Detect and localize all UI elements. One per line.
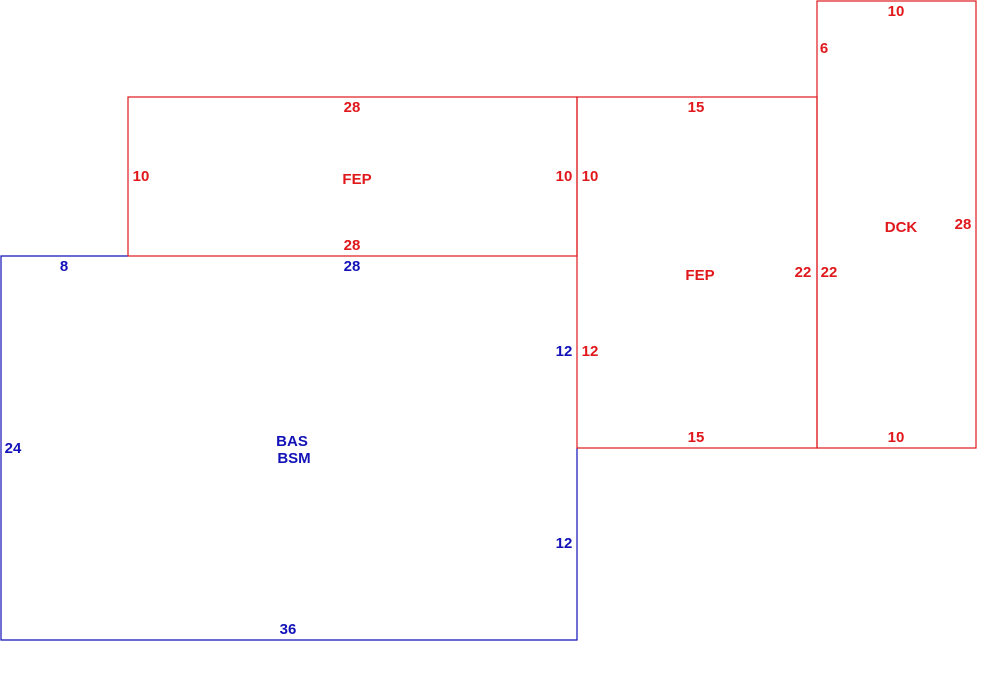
bas-dim-right-lower: 12	[556, 535, 573, 552]
fep-top-label: FEP	[342, 171, 371, 188]
dck-dim-bottom: 10	[888, 429, 905, 446]
dck-dim-top: 10	[888, 3, 905, 20]
fep-right-label: FEP	[685, 267, 714, 284]
dck-label: DCK	[885, 219, 918, 236]
fep-right-dim-right: 22	[795, 264, 812, 281]
bas-dim-right-upper: 12	[556, 343, 573, 360]
fep-top-area: 28 10 10 28 FEP	[127, 96, 578, 257]
fep-top-dim-right: 10	[556, 168, 573, 185]
dck-outline	[816, 0, 977, 449]
fep-top-dim-top: 28	[344, 99, 361, 116]
bas-dim-bottom: 36	[280, 621, 297, 638]
bas-dim-top-left: 8	[60, 258, 68, 275]
fep-right-dim-left-lower: 12	[582, 343, 599, 360]
fep-top-dim-left: 10	[133, 168, 150, 185]
bas-dim-top: 28	[344, 258, 361, 275]
fep-right-dim-left-upper: 10	[582, 168, 599, 185]
bas-label: BAS	[276, 433, 308, 450]
bsm-label: BSM	[277, 450, 310, 467]
bas-dim-left: 24	[5, 440, 22, 457]
bas-outline	[0, 255, 578, 641]
fep-right-dim-top: 15	[688, 99, 705, 116]
dck-dim-left-top: 6	[820, 40, 828, 57]
dck-area: 10 6 22 28 10 DCK	[816, 0, 977, 449]
fep-top-dim-bottom: 28	[344, 237, 361, 254]
fep-right-area: 15 10 12 22 15 FEP	[576, 96, 818, 449]
dck-dim-right: 28	[955, 216, 972, 233]
fep-right-dim-bottom: 15	[688, 429, 705, 446]
dck-dim-left: 22	[821, 264, 838, 281]
bas-area: 8 28 24 12 12 36 BAS BSM	[0, 255, 578, 641]
